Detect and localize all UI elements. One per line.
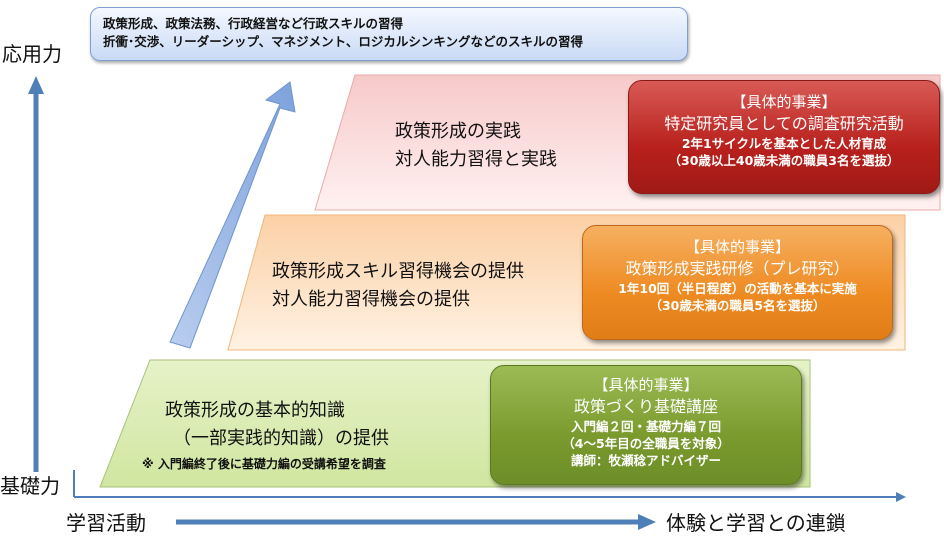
stage-1-note: ※ 入門編終了後に基礎力編の受講希望を調査 <box>142 457 386 471</box>
growth-arrow <box>169 81 296 349</box>
card-title: 特定研究員としての調査研究活動 <box>664 114 904 133</box>
stage-2-line-2: 対人能力習得機会の提供 <box>272 289 470 310</box>
stage-1-description: 政策形成の基本的知識 （一部実践的知識）の提供 <box>165 397 389 453</box>
x-axis-right-label: 体験と学習との連鎖 <box>666 511 846 535</box>
stage-3-project-card: 【具体的事業】 特定研究員としての調査研究活動 2年1サイクルを基本とした人材育… <box>628 80 940 194</box>
y-axis-bottom-label: 基礎力 <box>0 474 60 498</box>
card-line: 1年10回（半日程度）の活動を基本に実施 <box>618 281 857 296</box>
x-axis-arrowhead <box>896 492 906 502</box>
card-heading: 【具体的事業】 <box>593 376 699 394</box>
skills-line-1: 政策形成、政策法務、行政経営など行政スキルの習得 <box>103 16 404 31</box>
card-title: 政策づくり基礎講座 <box>573 397 718 416</box>
stage-2-project-card: 【具体的事業】 政策形成実践研修（プレ研究） 1年10回（半日程度）の活動を基本… <box>582 225 893 340</box>
card-line: （30歳未満の職員5名を選抜） <box>649 298 826 313</box>
card-heading: 【具体的事業】 <box>731 93 837 111</box>
stage-3-description: 政策形成の実践 対人能力習得と実践 <box>395 118 557 174</box>
stage-1-project-card: 【具体的事業】 政策づくり基礎講座 入門編２回・基礎力編７回 （4～5年目の全職… <box>490 365 802 485</box>
stage-1-line-2: （一部実践的知識）の提供 <box>173 428 389 449</box>
card-title: 政策形成実践研修（プレ研究） <box>625 259 850 278</box>
x-axis-left-label: 学習活動 <box>66 511 146 535</box>
skills-summary-box: 政策形成、政策法務、行政経営など行政スキルの習得 折衝･交渉、リーダーシップ、マ… <box>90 7 688 61</box>
card-line: 入門編２回・基礎力編７回 <box>570 419 721 434</box>
stage-2-line-1: 政策形成スキル習得機会の提供 <box>272 261 524 282</box>
card-line: 2年1サイクルを基本とした人材育成 <box>681 136 887 151</box>
stage-3-line-2: 対人能力習得と実践 <box>395 149 557 170</box>
y-axis-arrowhead <box>28 76 44 94</box>
stage-3-line-1: 政策形成の実践 <box>395 121 521 142</box>
stage-1-line-1: 政策形成の基本的知識 <box>165 400 345 421</box>
card-heading: 【具体的事業】 <box>684 238 790 256</box>
card-line: （4～5年目の全職員を対象） <box>562 436 730 451</box>
stage-2-description: 政策形成スキル習得機会の提供 対人能力習得機会の提供 <box>272 258 524 314</box>
card-line: （30歳以上40歳未満の職員3名を選抜） <box>668 153 900 168</box>
y-axis-top-label: 応用力 <box>2 42 62 66</box>
skills-line-2: 折衝･交渉、リーダーシップ、マネジメント、ロジカルシンキングなどのスキルの習得 <box>103 34 584 49</box>
card-line: 講師：牧瀬稔アドバイザー <box>570 453 721 468</box>
